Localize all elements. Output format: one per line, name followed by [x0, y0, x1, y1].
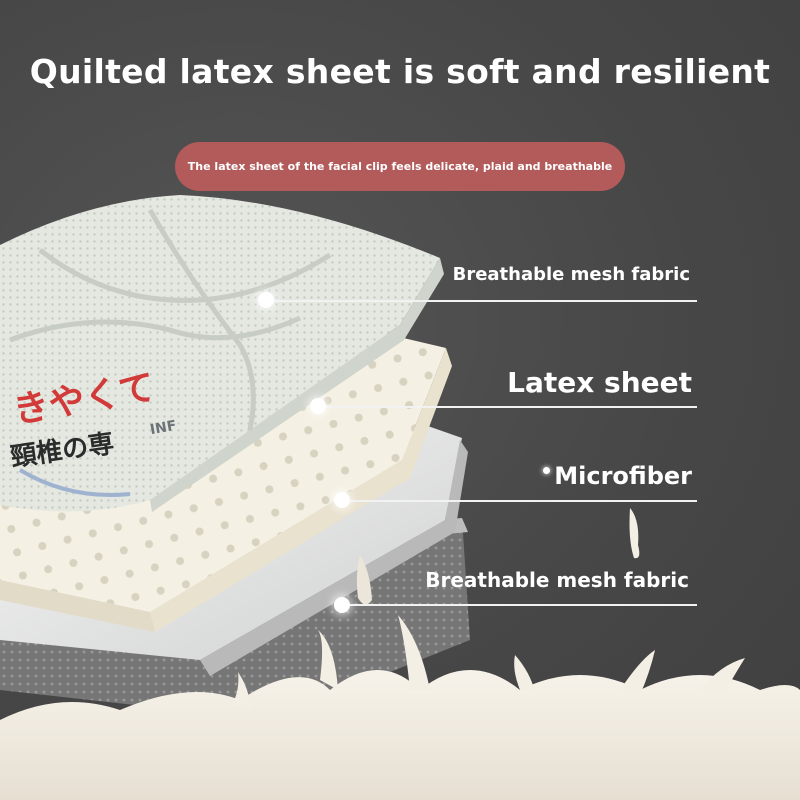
label-latex-sheet: Latex sheet	[507, 366, 692, 399]
leader-line-latex	[325, 406, 697, 408]
marker-dot-bottom-mesh	[334, 597, 350, 613]
headline: Quilted latex sheet is soft and resilien…	[29, 52, 771, 91]
top-mesh-layer	[0, 195, 444, 512]
leader-line-top-mesh	[270, 300, 697, 302]
marker-dot-latex	[310, 398, 326, 414]
subtitle-pill: The latex sheet of the facial clip feels…	[175, 142, 625, 191]
marker-dot-microfiber	[334, 492, 350, 508]
latex-sheet-layer	[0, 332, 452, 632]
marker-dot-top-mesh	[258, 292, 274, 308]
marker-dot-microfiber-small	[543, 467, 550, 474]
label-breathable-mesh-fabric-bottom: Breathable mesh fabric	[425, 568, 689, 592]
label-breathable-mesh-fabric-top: Breathable mesh fabric	[452, 264, 690, 285]
milk-splash	[0, 508, 800, 800]
leader-line-bottom-mesh	[350, 604, 697, 606]
label-microfiber: Microfiber	[554, 462, 692, 490]
leader-line-microfiber	[350, 500, 697, 502]
